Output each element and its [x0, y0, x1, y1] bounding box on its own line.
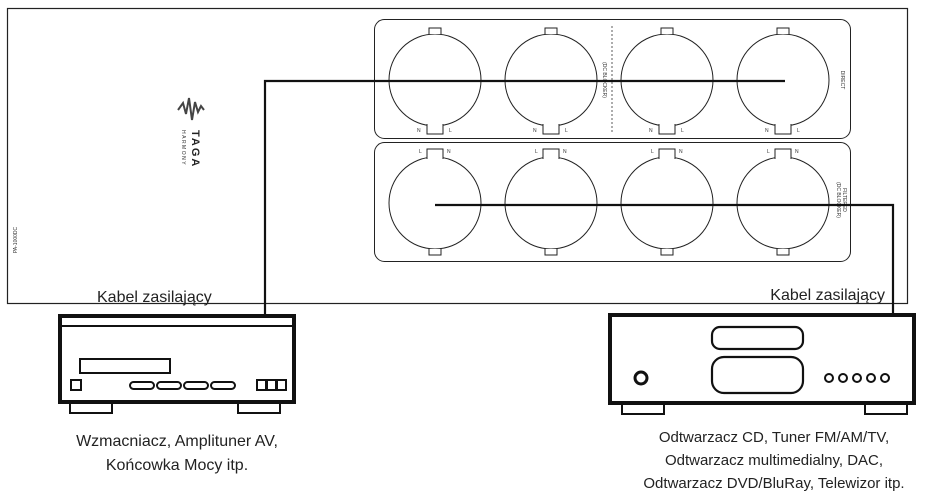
- outlet-neutral-label: N: [417, 128, 421, 134]
- player-power-knob: [633, 370, 649, 386]
- amplifier-button-4: [210, 381, 236, 390]
- brand-name: TAGA: [189, 130, 201, 168]
- player-button-4: [866, 373, 876, 383]
- outlet-line-label: L: [565, 128, 568, 134]
- outlet-earth-tab: [426, 124, 444, 135]
- logo-wave-icon: [177, 97, 205, 121]
- filtered-outlet-panel: [374, 142, 851, 262]
- power-cable-left: [263, 79, 785, 315]
- amplifier-caption-line-1: Wzmacniacz, Amplituner AV,: [76, 433, 278, 450]
- outlet-neutral-label: N: [533, 128, 537, 134]
- outlet-earth-tab: [426, 148, 444, 159]
- outlet-earth-tab: [774, 148, 792, 159]
- brand-subname: HARMONY: [180, 130, 186, 166]
- outlet-line-label: L: [449, 128, 452, 134]
- cable-left-label: Kabel zasilający: [97, 289, 212, 306]
- outlet-earth-tab: [658, 124, 676, 135]
- outlet-neutral-label: N: [563, 149, 567, 155]
- outlet-top-notch: [544, 249, 558, 256]
- outlet-line-label: L: [535, 149, 538, 155]
- player-button-1: [824, 373, 834, 383]
- outlet-neutral-label: N: [649, 128, 653, 134]
- power-cable-right: [435, 203, 895, 313]
- outlet-top-notch: [660, 27, 674, 34]
- outlet-top-notch: [660, 249, 674, 256]
- player-caption-line-2: Odtwarzacz multimedialny, DAC,: [665, 452, 883, 469]
- outlet-neutral-label: N: [679, 149, 683, 155]
- outlet-line-label: L: [651, 149, 654, 155]
- outlet-line-label: L: [767, 149, 770, 155]
- amplifier-device: [58, 314, 296, 414]
- outlet-neutral-label: N: [765, 128, 769, 134]
- outlet-top-notch: [428, 249, 442, 256]
- outlet-socket-ring: [620, 156, 714, 250]
- amplifier-square-button-2: [266, 379, 277, 391]
- filtered-label: FILTERED: [841, 188, 847, 212]
- amplifier-square-button-1: [256, 379, 267, 391]
- direct-label: DIRECT: [839, 71, 845, 90]
- source-player-device: [608, 313, 916, 415]
- player-button-3: [852, 373, 862, 383]
- amplifier-power-button: [70, 379, 82, 391]
- outlet-top-notch: [544, 27, 558, 34]
- dc-blocker-bottom-label: (DC BLOCKER): [835, 182, 841, 218]
- amplifier-button-2: [156, 381, 182, 390]
- outlet-neutral-label: N: [447, 149, 451, 155]
- outlet-earth-tab: [658, 148, 676, 159]
- direct-outlet-panel: [374, 19, 851, 139]
- model-label: PA-1000DC: [13, 226, 19, 253]
- outlet-line-label: L: [797, 128, 800, 134]
- amplifier-display: [79, 358, 171, 374]
- player-caption-line-1: Odtwarzacz CD, Tuner FM/AM/TV,: [659, 429, 889, 446]
- taga-harmony-logo: TAGA HARMONY: [177, 97, 205, 168]
- player-button-5: [880, 373, 890, 383]
- amplifier-square-button-3: [276, 379, 287, 391]
- outlet-earth-tab: [542, 148, 560, 159]
- amplifier-caption-line-2: Końcowka Mocy itp.: [106, 457, 248, 474]
- outlet-line-label: L: [419, 149, 422, 155]
- outlet-earth-tab: [542, 124, 560, 135]
- outlet-socket-ring: [736, 156, 830, 250]
- outlet-socket-ring: [388, 156, 482, 250]
- player-main-window: [710, 355, 805, 395]
- outlet-earth-tab: [774, 124, 792, 135]
- outlet-socket-ring: [504, 156, 598, 250]
- amplifier-button-3: [183, 381, 209, 390]
- outlet-top-notch: [776, 249, 790, 256]
- player-button-2: [838, 373, 848, 383]
- amplifier-button-1: [129, 381, 155, 390]
- outlet-neutral-label: N: [795, 149, 799, 155]
- player-top-window: [710, 325, 805, 351]
- outlet-top-notch: [428, 27, 442, 34]
- outlet-line-label: L: [681, 128, 684, 134]
- outlet-top-notch: [776, 27, 790, 34]
- cable-right-label: Kabel zasilający: [770, 287, 885, 304]
- player-caption-line-3: Odtwarzacz DVD/BluRay, Telewizor itp.: [643, 475, 904, 492]
